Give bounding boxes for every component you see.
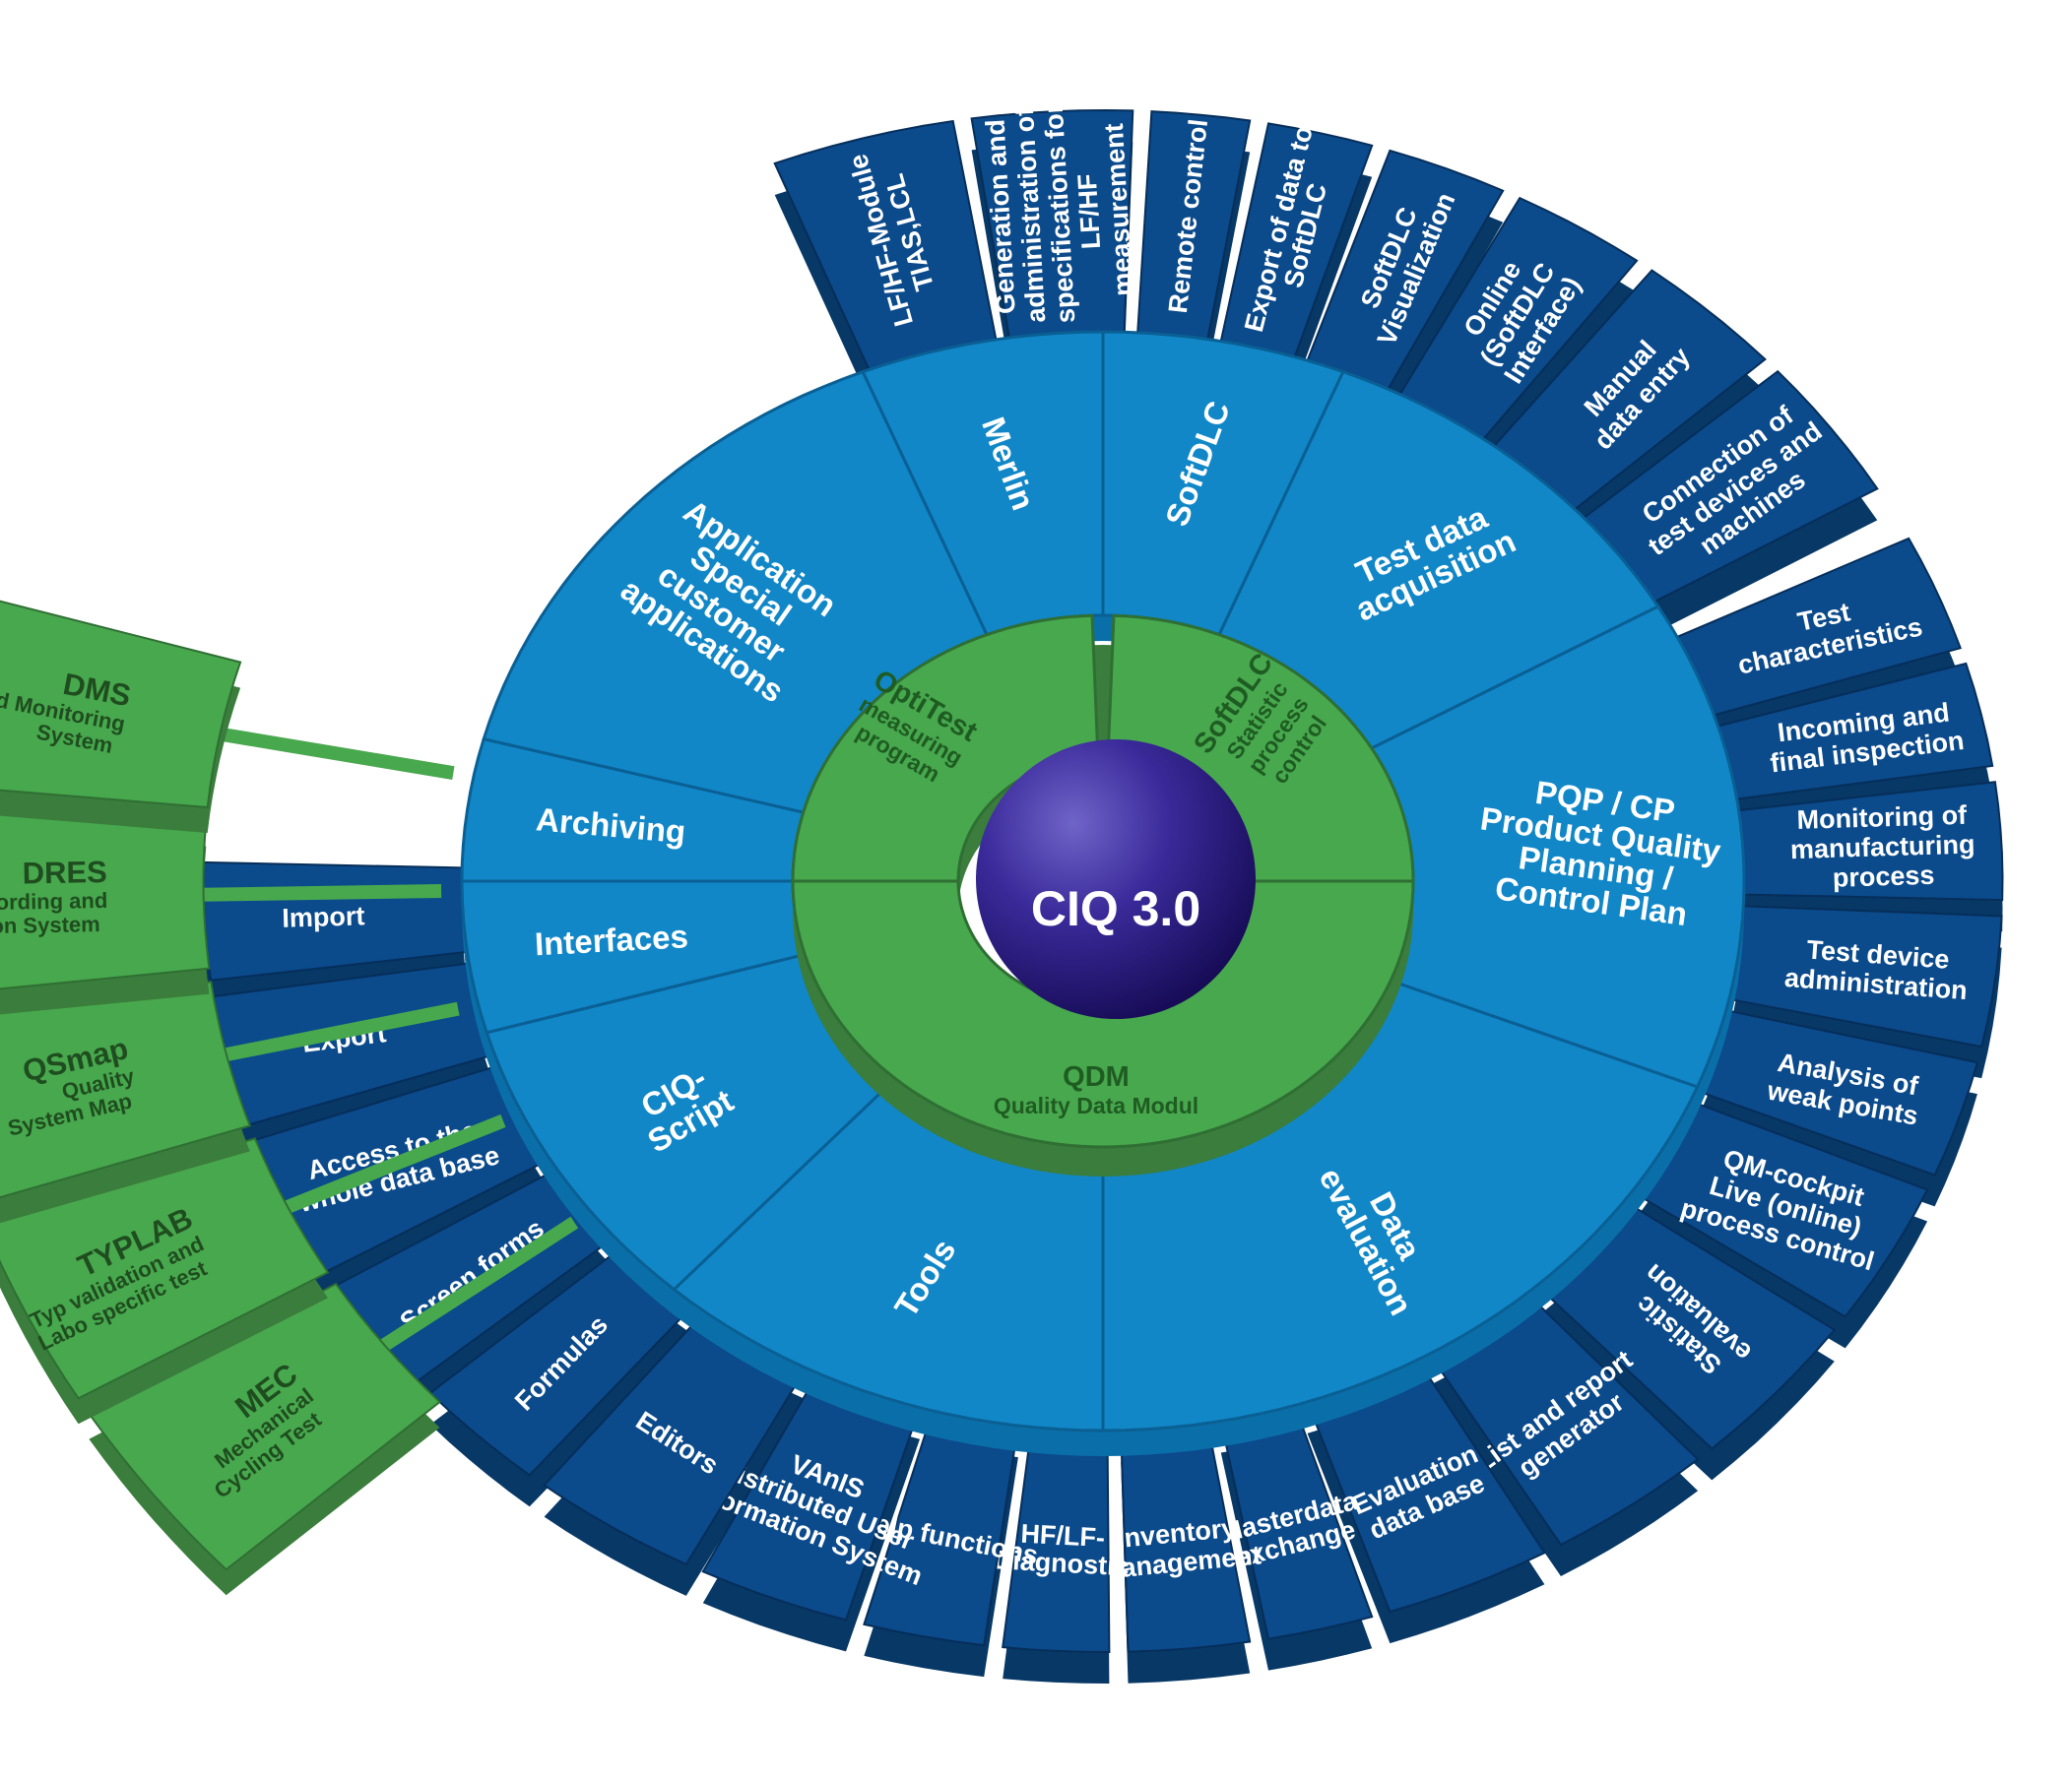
external-module bbox=[87, 1282, 442, 1571]
outer-label-27-line: Import bbox=[282, 901, 365, 932]
external-title: DRES bbox=[22, 855, 107, 890]
external-module bbox=[0, 600, 242, 809]
outer-label-10-line: process bbox=[1832, 860, 1934, 893]
core-subtitle: Quality Data Modul bbox=[994, 1093, 1198, 1118]
center-sphere: CIQ 3.0 bbox=[976, 739, 1256, 1019]
core-title: QDM bbox=[1063, 1061, 1130, 1093]
connector-bar bbox=[193, 884, 442, 902]
outer-label-19-line: HF/LF- bbox=[1020, 1519, 1106, 1553]
external-module bbox=[0, 1137, 330, 1400]
middle-label-7-line: Interfaces bbox=[534, 918, 689, 962]
outer-label-10-line: Monitoring of bbox=[1796, 800, 1968, 835]
outer-label-10-line: manufacturing bbox=[1790, 830, 1975, 865]
external-module bbox=[0, 981, 252, 1199]
external-subtitle: Evaluation System bbox=[0, 912, 100, 939]
connector-bar bbox=[275, 1114, 506, 1218]
external-subtitle: Defect Recording and bbox=[0, 888, 107, 917]
connector-bar bbox=[208, 725, 455, 780]
connector-bar bbox=[372, 1216, 579, 1357]
outer-label-1-line: LF/HF bbox=[1072, 173, 1106, 250]
middle-label-7: Interfaces bbox=[534, 918, 689, 962]
outer-label-19-line: Diagnostic bbox=[993, 1545, 1130, 1581]
outer-label-19: HF/LF-Diagnostic bbox=[993, 1519, 1130, 1582]
center-label: CIQ 3.0 bbox=[1031, 881, 1200, 936]
connector-bar bbox=[215, 1001, 460, 1064]
outer-label-27: Import bbox=[282, 901, 365, 932]
center-sphere-ball bbox=[976, 739, 1256, 1019]
